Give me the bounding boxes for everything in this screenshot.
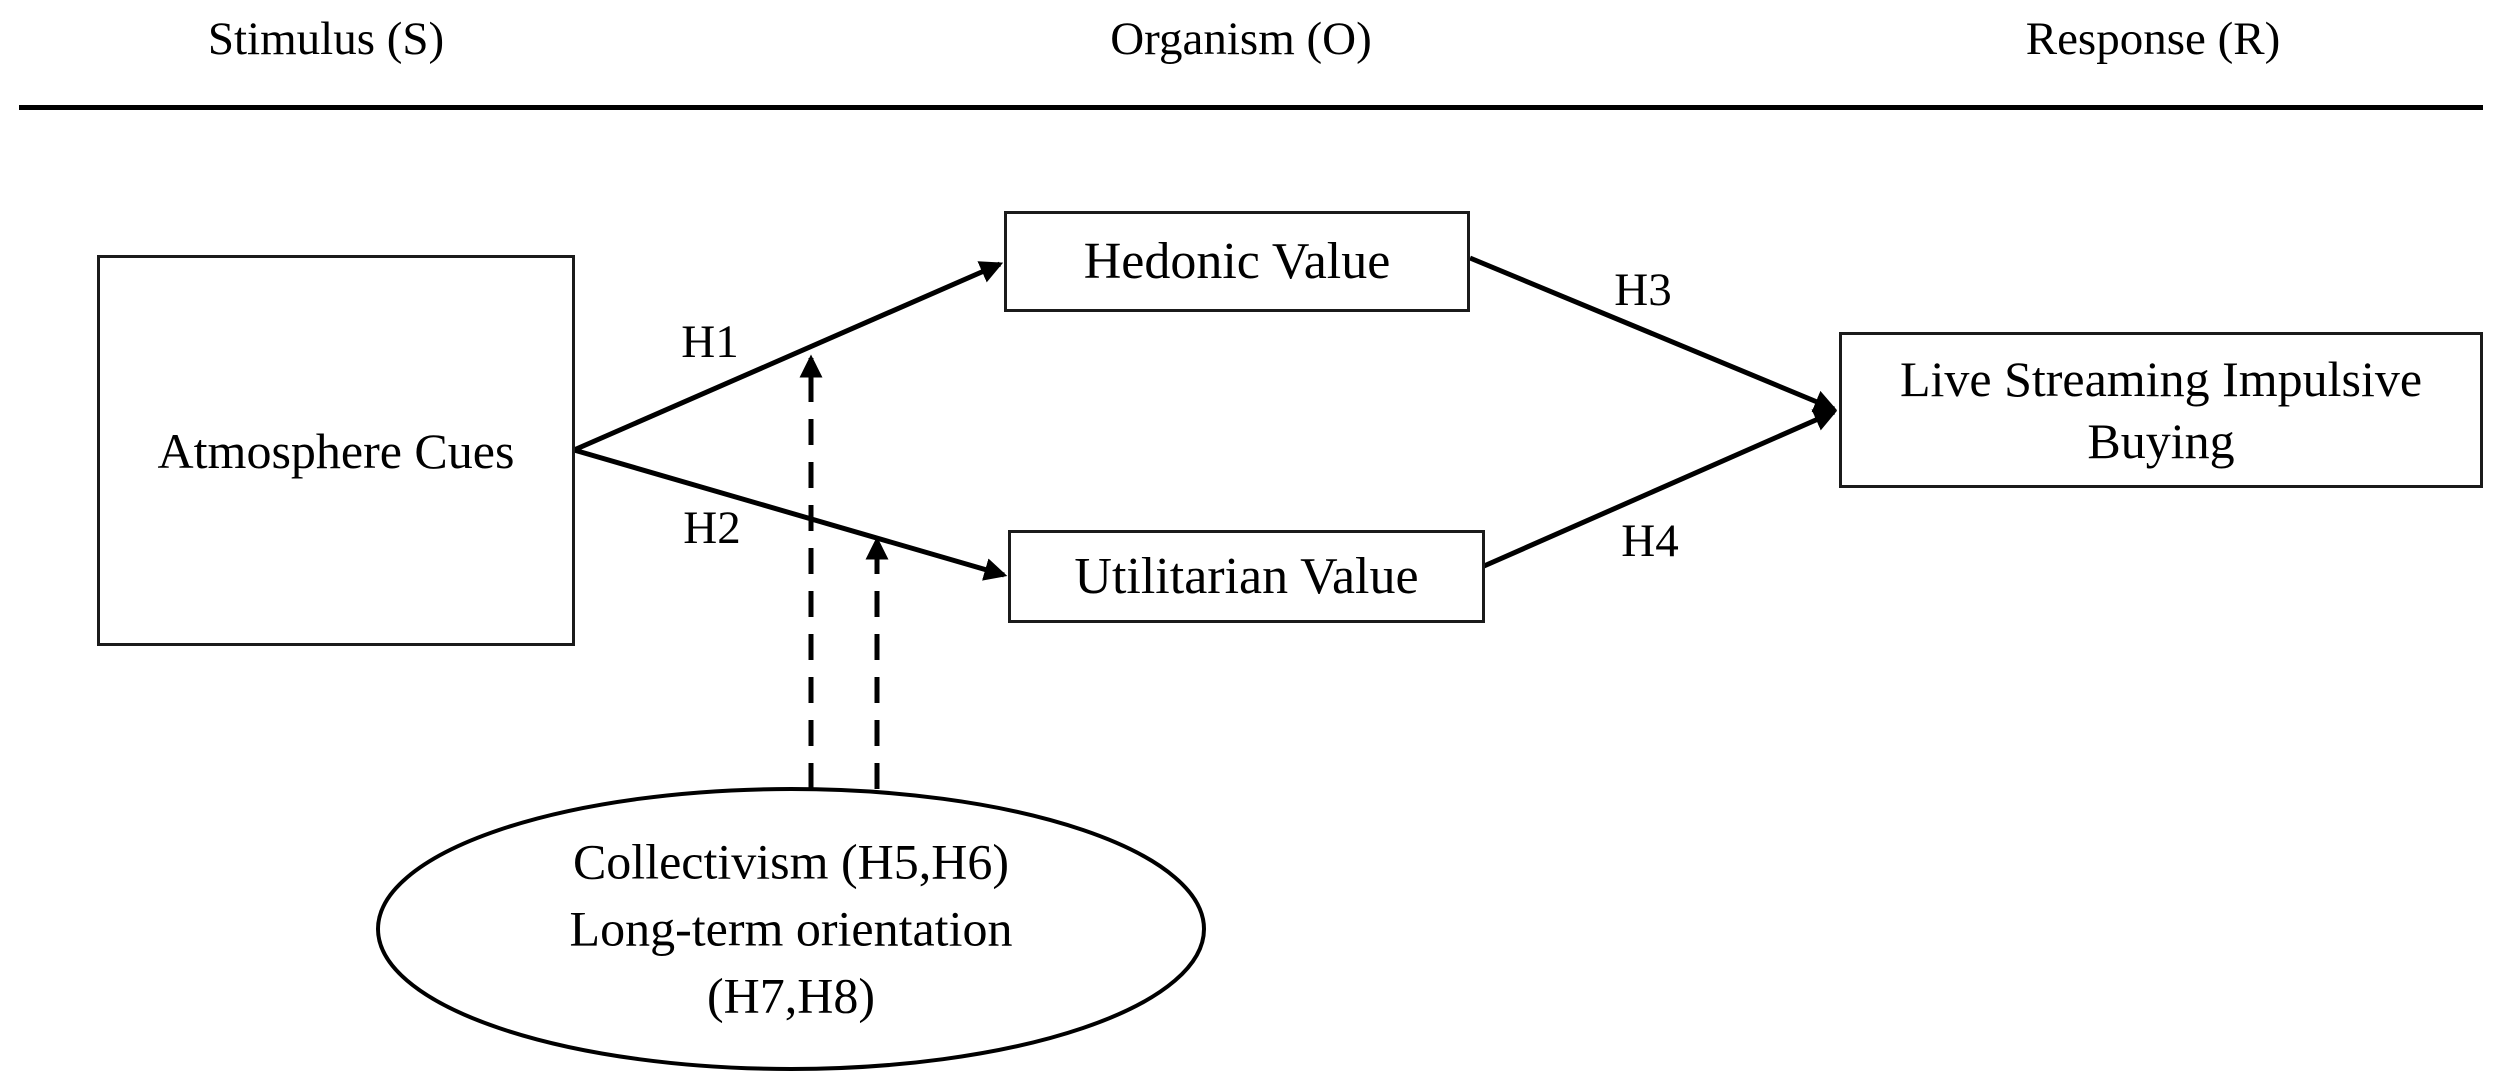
utilitarian-value-box: Utilitarian Value (1008, 530, 1485, 623)
utilitarian-value-label: Utilitarian Value (1074, 548, 1419, 605)
column-header-stimulus: Stimulus (S) (207, 13, 445, 65)
atmosphere-cues-label: Atmosphere Cues (157, 422, 515, 479)
moderator-label: Collectivism (H5,H6) Long-term orientati… (570, 829, 1013, 1030)
column-header-organism: Organism (O) (1110, 13, 1372, 65)
moderator-ellipse (376, 787, 1206, 1071)
h2-arrow (573, 447, 1008, 581)
h1-label: H1 (681, 316, 739, 368)
header-divider-line (19, 105, 2483, 110)
h4-label: H4 (1621, 515, 1679, 567)
live-streaming-impulsive-buying-box: Live Streaming Impulsive Buying (1839, 332, 2483, 488)
live-streaming-impulsive-buying-label-line1: Live Streaming Impulsive (1899, 351, 2423, 407)
moderator-label-line2: Long-term orientation (569, 900, 1013, 957)
column-header-response: Response (R) (2025, 13, 2281, 65)
moderator-label-line1: Collectivism (H5,H6) (572, 833, 1010, 890)
h2-label: H2 (683, 502, 741, 554)
hedonic-value-box: Hedonic Value (1004, 211, 1470, 312)
moderator-label-line3: (H7,H8) (706, 967, 876, 1024)
hedonic-value-label: Hedonic Value (1083, 233, 1391, 290)
h3-label: H3 (1614, 264, 1672, 316)
atmosphere-cues-box: Atmosphere Cues (97, 255, 575, 646)
h3-arrow (1469, 255, 1838, 413)
live-streaming-impulsive-buying-label-line2: Buying (2087, 413, 2235, 469)
h1-arrow (572, 261, 1004, 453)
h4-arrow (1482, 409, 1838, 569)
